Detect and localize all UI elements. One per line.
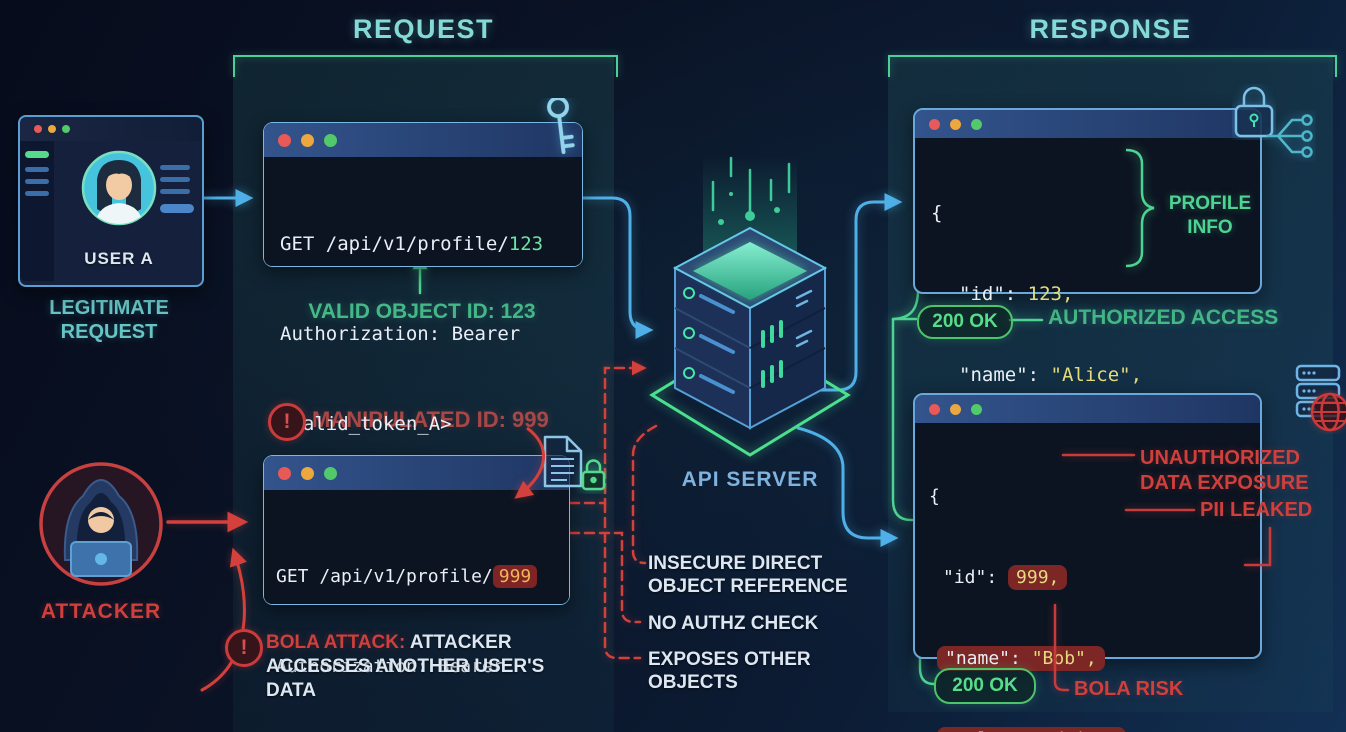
user-browser-window: USER A <box>18 115 204 287</box>
request-bracket <box>233 55 618 77</box>
api-server-label: API SERVER <box>681 468 819 491</box>
close-dot-icon <box>929 403 940 415</box>
exposes-objects-note: EXPOSES OTHER OBJECTS <box>648 649 811 693</box>
globe-icon <box>1310 392 1346 432</box>
response-ok-window: { "id": 123, "name": "Alice", "role": "c… <box>913 108 1262 548</box>
minimize-dot-icon <box>950 118 961 130</box>
request-column-title: REQUEST <box>352 14 495 44</box>
close-dot-icon <box>278 466 291 480</box>
idor-note: INSECURE DIRECT OBJECT REFERENCE <box>648 553 848 597</box>
bola-attack-note: BOLA ATTACK: ATTACKER ACCESSES ANOTHER U… <box>266 632 545 701</box>
response-leak-json: { "id": 999, "name": "Bob", "role": "adm… <box>915 423 1260 732</box>
manipulated-object-id: 999 <box>492 565 538 588</box>
user-avatar <box>81 150 157 226</box>
leaked-role-row: "role": "admin", <box>937 727 1127 732</box>
maximize-dot-icon <box>971 403 982 415</box>
user-window-label: USER A <box>84 249 154 268</box>
user-window-sidebar <box>20 141 54 281</box>
user-window-titlebar <box>20 117 202 141</box>
minimize-dot-icon <box>48 125 56 133</box>
close-dot-icon <box>34 125 42 133</box>
close-dot-icon <box>929 118 940 130</box>
valid-request-terminal: GET /api/v1/profile/123 Authorization: B… <box>263 122 583 435</box>
maximize-dot-icon <box>62 125 70 133</box>
close-dot-icon <box>278 133 291 147</box>
data-particles <box>711 156 791 225</box>
maximize-dot-icon <box>324 133 337 147</box>
valid-request-code: GET /api/v1/profile/123 Authorization: B… <box>264 157 582 435</box>
response-column-title: RESPONSE <box>1029 14 1192 44</box>
status-200-ok-leak: 200 OK <box>934 668 1036 704</box>
bola-attack-highlight: BOLA ATTACK: <box>266 632 406 653</box>
maximize-dot-icon <box>324 466 337 480</box>
response-leak-window: { "id": 999, "name": "Bob", "role": "adm… <box>913 393 1262 732</box>
sidebar-bar <box>25 179 49 184</box>
circuit-icon <box>1266 114 1313 158</box>
response-leak-titlebar <box>915 395 1260 423</box>
manipulated-id-note: MANIPULATED ID: 999 <box>312 407 549 433</box>
maximize-dot-icon <box>971 118 982 130</box>
user-window-content-bars <box>160 165 194 213</box>
attack-request-code: GET /api/v1/profile/999 Authorization: B… <box>264 490 569 677</box>
response-bracket <box>888 55 1337 77</box>
pii-leaked-label: PII LEAKED <box>1200 499 1313 521</box>
minimize-dot-icon <box>301 466 314 480</box>
minimize-dot-icon <box>301 133 314 147</box>
unauthorized-exposure-label: UNAUTHORIZED DATA EXPOSURE <box>1140 447 1309 494</box>
alert-icon: ! <box>268 403 306 441</box>
valid-object-id: 123 <box>508 233 544 255</box>
valid-id-note: VALID OBJECT ID: 123 <box>263 300 581 324</box>
valid-terminal-titlebar <box>264 123 582 157</box>
profile-info-label: PROFILE INFO <box>1168 193 1252 238</box>
response-ok-titlebar <box>915 110 1260 138</box>
leaked-id-value: 999, <box>1016 567 1060 588</box>
document-lock-icon <box>543 435 606 491</box>
attack-request-terminal: GET /api/v1/profile/999 Authorization: B… <box>263 455 570 677</box>
legitimate-request-caption: LEGITIMATE REQUEST <box>49 297 169 343</box>
alert-icon: ! <box>225 629 263 667</box>
response-ok-json: { "id": 123, "name": "Alice", "role": "c… <box>915 138 1260 548</box>
attack-terminal-titlebar <box>264 456 569 490</box>
no-authz-note: NO AUTHZ CHECK <box>648 613 819 634</box>
lock-icon <box>1234 86 1274 138</box>
sidebar-bar <box>25 191 49 196</box>
server-tower <box>672 226 828 430</box>
authorized-access-label: AUTHORIZED ACCESS <box>1048 306 1278 330</box>
attacker-label: ATTACKER <box>40 600 162 623</box>
key-icon <box>547 98 575 155</box>
bola-risk-label: BOLA RISK <box>1074 678 1184 700</box>
attacker-avatar <box>39 462 163 586</box>
sidebar-bar <box>25 167 49 172</box>
api-server-illustration <box>649 155 851 457</box>
sidebar-green-bar <box>25 151 49 158</box>
status-200-ok: 200 OK <box>917 305 1013 339</box>
minimize-dot-icon <box>950 403 961 415</box>
leaked-name-row: "name": "Bob", <box>937 646 1105 671</box>
